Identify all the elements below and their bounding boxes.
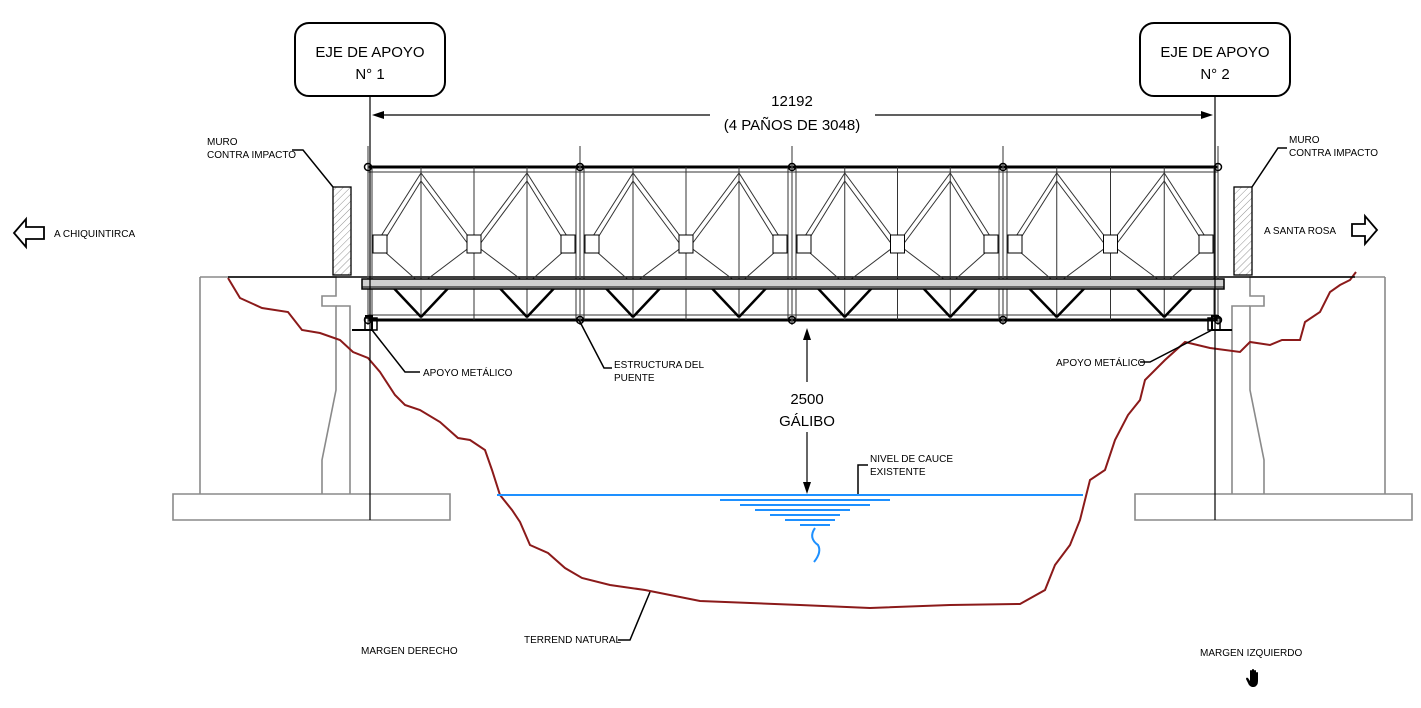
hand-icon [1246, 669, 1258, 687]
gusset-plate [772, 234, 788, 254]
right-metal-support [1207, 315, 1232, 331]
gusset-plate [796, 234, 812, 254]
span-total-text: 12192 [771, 93, 813, 110]
joint-pin [575, 162, 585, 172]
support-axis-1-tag: EJE DE APOYO N° 1 [294, 22, 446, 97]
axis-1-title: EJE DE APOYO [315, 44, 424, 61]
water-level [497, 494, 1083, 563]
joint-pin [998, 162, 1008, 172]
span-dimension: 12192 (4 PAÑOS DE 3048) [372, 93, 1213, 134]
bracing-inner [381, 180, 469, 245]
clearance-value-text: 2500 [790, 391, 823, 408]
structure-label-2: PUENTE [614, 373, 655, 384]
gusset-plate [678, 234, 694, 254]
water-level-label-1: NIVEL DE CAUCE [870, 454, 953, 465]
bracing-inner [479, 180, 567, 245]
left-arrow-icon [12, 216, 45, 250]
direction-left-label: A CHIQUINTIRCA [54, 229, 135, 240]
water-level-callout: NIVEL DE CAUCE EXISTENTE [857, 454, 953, 494]
clearance-dimension: 2500 GÁLIBO [779, 328, 835, 494]
right-wall-label-2: CONTRA IMPACTO [1289, 148, 1378, 159]
gusset-plate [1007, 234, 1023, 254]
bracing-inner [805, 180, 892, 245]
joint-pin [787, 162, 797, 172]
bridge-deck [361, 278, 1225, 290]
left-support-callout: APOYO METÁLICO [371, 329, 513, 379]
right-wall-label-1: MURO [1289, 135, 1320, 146]
right-impact-wall [1233, 186, 1253, 276]
bridge-truss [363, 146, 1223, 325]
natural-terrain-line [227, 271, 1357, 610]
bracing-inner [593, 180, 681, 245]
right-support-callout: APOYO METÁLICO [1056, 329, 1213, 369]
left-wall-callout: MURO CONTRA IMPACTO [207, 137, 334, 188]
right-abutment [1134, 276, 1413, 521]
gusset-plate [584, 234, 600, 254]
gusset-plate [466, 234, 482, 254]
span-detail-text: (4 PAÑOS DE 3048) [724, 117, 860, 134]
bank-left-label: MARGEN DERECHO [361, 646, 458, 657]
left-support-label: APOYO METÁLICO [423, 366, 513, 379]
direction-right-label: A SANTA ROSA [1264, 226, 1336, 237]
right-arrow-icon [1351, 213, 1379, 247]
joint-pin [998, 315, 1008, 325]
structure-label-1: ESTRUCTURA DEL [614, 360, 704, 371]
axis-2-number: N° 2 [1200, 66, 1229, 83]
gusset-plate [890, 234, 905, 254]
gusset-plate [1103, 234, 1118, 254]
joint-pin [363, 162, 373, 172]
left-abutment [172, 276, 451, 521]
terrain-callout: TERREND NATURAL [524, 591, 651, 646]
bracing-inner [903, 180, 990, 245]
axis-2-title: EJE DE APOYO [1160, 44, 1269, 61]
gusset-plate [372, 234, 388, 254]
right-support-label: APOYO METÁLICO [1056, 356, 1146, 369]
gusset-plate [983, 234, 999, 254]
gusset-plate [560, 234, 576, 254]
right-wall-callout: MURO CONTRA IMPACTO [1251, 135, 1378, 188]
bracing-inner [691, 180, 779, 245]
bracing-inner [1016, 180, 1105, 245]
water-level-label-2: EXISTENTE [870, 467, 926, 478]
joint-pin [787, 315, 797, 325]
left-impact-wall [332, 186, 352, 276]
clearance-label-text: GÁLIBO [779, 413, 835, 430]
left-wall-label-1: MURO [207, 137, 238, 148]
structure-callout: ESTRUCTURA DEL PUENTE [578, 319, 704, 384]
terrain-label: TERREND NATURAL [524, 635, 621, 646]
left-wall-label-2: CONTRA IMPACTO [207, 150, 296, 161]
support-axis-2-tag: EJE DE APOYO N° 2 [1139, 22, 1291, 97]
bank-right-label: MARGEN IZQUIERDO [1200, 648, 1302, 659]
axis-1-number: N° 1 [355, 66, 384, 83]
bracing-inner [1116, 180, 1205, 245]
gusset-plate [1198, 234, 1214, 254]
left-metal-support [352, 315, 378, 331]
